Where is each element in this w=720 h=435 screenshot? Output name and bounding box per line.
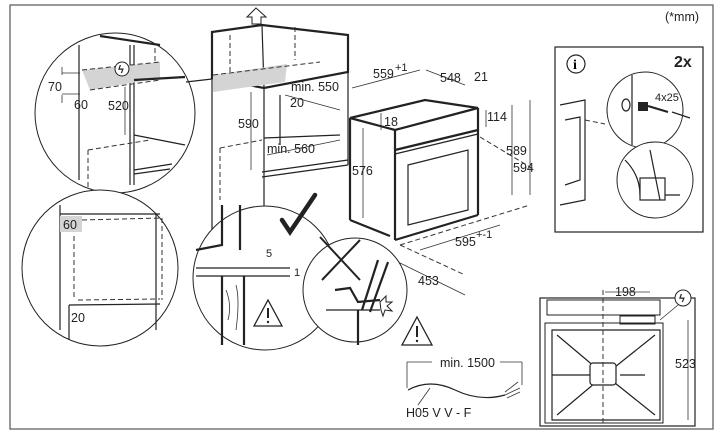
dim-niche-20: 20 bbox=[290, 96, 304, 110]
cable-length: min. 1500 bbox=[440, 356, 495, 370]
svg-text:ϟ: ϟ bbox=[118, 64, 124, 76]
wrong-install-detail bbox=[302, 236, 408, 345]
dim-oven-594: 594 bbox=[513, 161, 534, 175]
dim-oven-21: 21 bbox=[474, 70, 488, 84]
dim-rear-198: 198 bbox=[615, 285, 636, 299]
cable-spec: min. 1500 H05 V V - F bbox=[400, 315, 523, 420]
dim-niche-590: 590 bbox=[238, 117, 259, 131]
dim-cabinet-70: 70 bbox=[48, 80, 62, 94]
cabinet-top-detail: ϟ 70 60 520 bbox=[34, 32, 213, 194]
checkmark-icon bbox=[279, 192, 318, 237]
dim-cabinet-520: 520 bbox=[108, 99, 129, 113]
info-panel: i 2x 4x25 bbox=[554, 46, 704, 233]
dim-side-20: 20 bbox=[71, 311, 85, 325]
dim-gap-1: 1 bbox=[294, 267, 300, 279]
dim-rear-523: 523 bbox=[675, 357, 696, 371]
info-icon bbox=[566, 54, 586, 74]
ventilation-arrow-icon bbox=[245, 7, 268, 25]
dim-oven-548: 548 bbox=[440, 71, 461, 85]
rear-view: 198 ϟ 523 bbox=[539, 285, 696, 427]
dim-niche-min-550: min. 550 bbox=[291, 80, 339, 94]
dim-oven-595: 595 bbox=[455, 235, 476, 249]
cross-icon bbox=[319, 236, 361, 281]
info-symbol: i bbox=[573, 58, 577, 73]
unit-note: (*mm) bbox=[665, 10, 699, 24]
correct-install-detail: 5 1 bbox=[192, 192, 338, 351]
screw-size: 4x25 bbox=[655, 92, 679, 104]
electric-socket-icon bbox=[114, 61, 130, 77]
dim-oven-18: 18 bbox=[384, 115, 398, 129]
dim-side-60: 60 bbox=[63, 218, 77, 232]
dim-gap-5: 5 bbox=[266, 248, 272, 260]
oven-drawing: 559 +1 548 21 18 114 576 589 594 595 +-1… bbox=[348, 62, 536, 296]
svg-text:ϟ: ϟ bbox=[679, 293, 685, 305]
dim-niche-min-560: min. 560 bbox=[267, 142, 315, 156]
diagram-frame bbox=[9, 4, 714, 430]
dim-oven-595-tol: +-1 bbox=[476, 229, 492, 241]
dim-oven-589: 589 bbox=[506, 144, 527, 158]
electric-socket-icon-rear bbox=[674, 289, 692, 307]
dim-oven-559-tol: +1 bbox=[395, 62, 408, 74]
niche-cabinet: 590 min. 550 20 min. 560 bbox=[210, 7, 350, 240]
dim-oven-559: 559 bbox=[373, 67, 394, 81]
side-gap-detail: 60 20 bbox=[21, 189, 179, 347]
dim-cabinet-60: 60 bbox=[74, 98, 88, 112]
quantity-label: 2x bbox=[674, 54, 692, 71]
dim-oven-576: 576 bbox=[352, 164, 373, 178]
dim-oven-114: 114 bbox=[487, 110, 507, 124]
gap-box bbox=[60, 216, 82, 232]
dim-oven-453: 453 bbox=[418, 274, 439, 288]
cable-type: H05 V V - F bbox=[406, 406, 472, 420]
